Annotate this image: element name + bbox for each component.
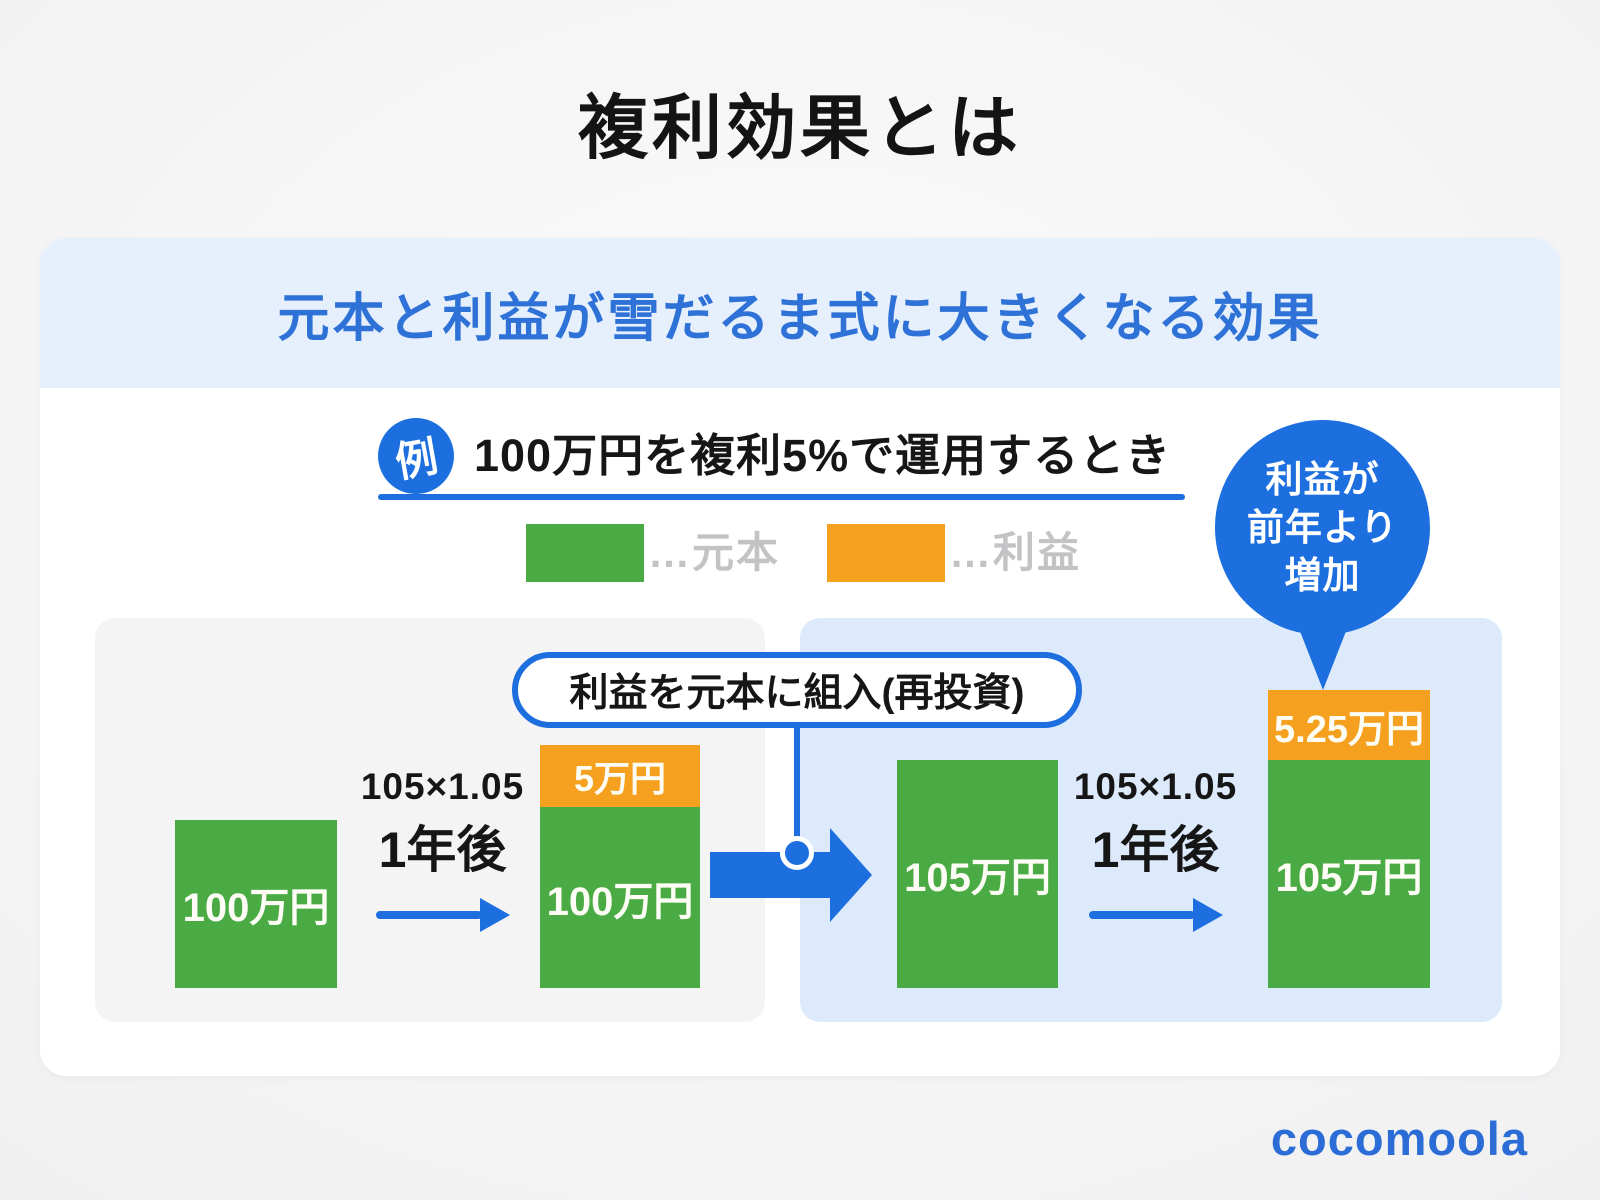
block-arrow-right-icon bbox=[710, 828, 872, 922]
year1-principal-amount: 100万円 bbox=[546, 879, 694, 924]
reinvest-connector-dot bbox=[780, 836, 814, 870]
year1-principal-box: 100万円 bbox=[540, 807, 700, 988]
arrow-shaft bbox=[375, 911, 482, 919]
legend-swatch-principal bbox=[526, 524, 644, 582]
year2-profit-box: 5.25万円 bbox=[1268, 690, 1430, 760]
year2-principal-box: 105万円 bbox=[1268, 760, 1430, 988]
arrow-shaft bbox=[1088, 911, 1195, 919]
year2-start-box: 105万円 bbox=[897, 760, 1058, 988]
year1-start-amount: 100万円 bbox=[182, 886, 330, 930]
arrow-head bbox=[479, 898, 510, 932]
reinvest-connector-line bbox=[794, 726, 800, 840]
arrow-head bbox=[1192, 898, 1223, 932]
year1-formula: 105×1.05 bbox=[360, 766, 525, 807]
example-badge-label: 例 bbox=[391, 432, 442, 486]
legend-label-principal: …元本 bbox=[648, 529, 781, 576]
reinvest-pill: 利益を元本に組入(再投資) bbox=[512, 652, 1082, 728]
year2-period: 1年後 bbox=[1091, 822, 1220, 878]
year1-period: 1年後 bbox=[378, 822, 507, 878]
year1-profit-box: 5万円 bbox=[540, 745, 700, 807]
year1-start-box: 100万円 bbox=[175, 820, 337, 988]
balloon-line-1: 利益が bbox=[1265, 458, 1380, 500]
legend-swatch-profit bbox=[827, 524, 945, 582]
example-text: 100万円を複利5%で運用するとき bbox=[474, 430, 1172, 481]
year2-principal-amount: 105万円 bbox=[1275, 856, 1423, 900]
page-title: 複利効果とは bbox=[578, 89, 1022, 167]
arrow-right-icon bbox=[375, 898, 510, 932]
header-band-title: 元本と利益が雪だるま式に大きくなる効果 bbox=[277, 289, 1323, 348]
legend-label-profit: …利益 bbox=[949, 529, 1082, 576]
balloon-tail-icon bbox=[1294, 616, 1352, 690]
brand-logo: cocomoola bbox=[1270, 1112, 1528, 1165]
example-underline bbox=[378, 494, 1185, 500]
year1-flow: 105×1.05 1年後 bbox=[345, 766, 540, 932]
block-arrow-shape bbox=[710, 828, 872, 922]
balloon-line-2: 前年より bbox=[1246, 506, 1399, 548]
balloon-line-3: 増加 bbox=[1284, 554, 1361, 596]
year2-profit-amount: 5.25万円 bbox=[1274, 708, 1424, 751]
year2-formula: 105×1.05 bbox=[1073, 766, 1238, 807]
year2-start-amount: 105万円 bbox=[904, 856, 1051, 900]
header-band: 元本と利益が雪だるま式に大きくなる効果 bbox=[40, 238, 1560, 388]
year1-profit-amount: 5万円 bbox=[573, 758, 667, 799]
reinvest-pill-label: 利益を元本に組入(再投資) bbox=[569, 672, 1025, 715]
year2-flow: 105×1.05 1年後 bbox=[1058, 766, 1253, 932]
example-badge: 例 bbox=[378, 418, 454, 494]
profit-increase-balloon: 利益が 前年より 増加 bbox=[1215, 420, 1430, 635]
content-card: 元本と利益が雪だるま式に大きくなる効果 例 100万円を複利5%で運用するとき … bbox=[40, 238, 1560, 1076]
arrow-right-icon bbox=[1088, 898, 1223, 932]
